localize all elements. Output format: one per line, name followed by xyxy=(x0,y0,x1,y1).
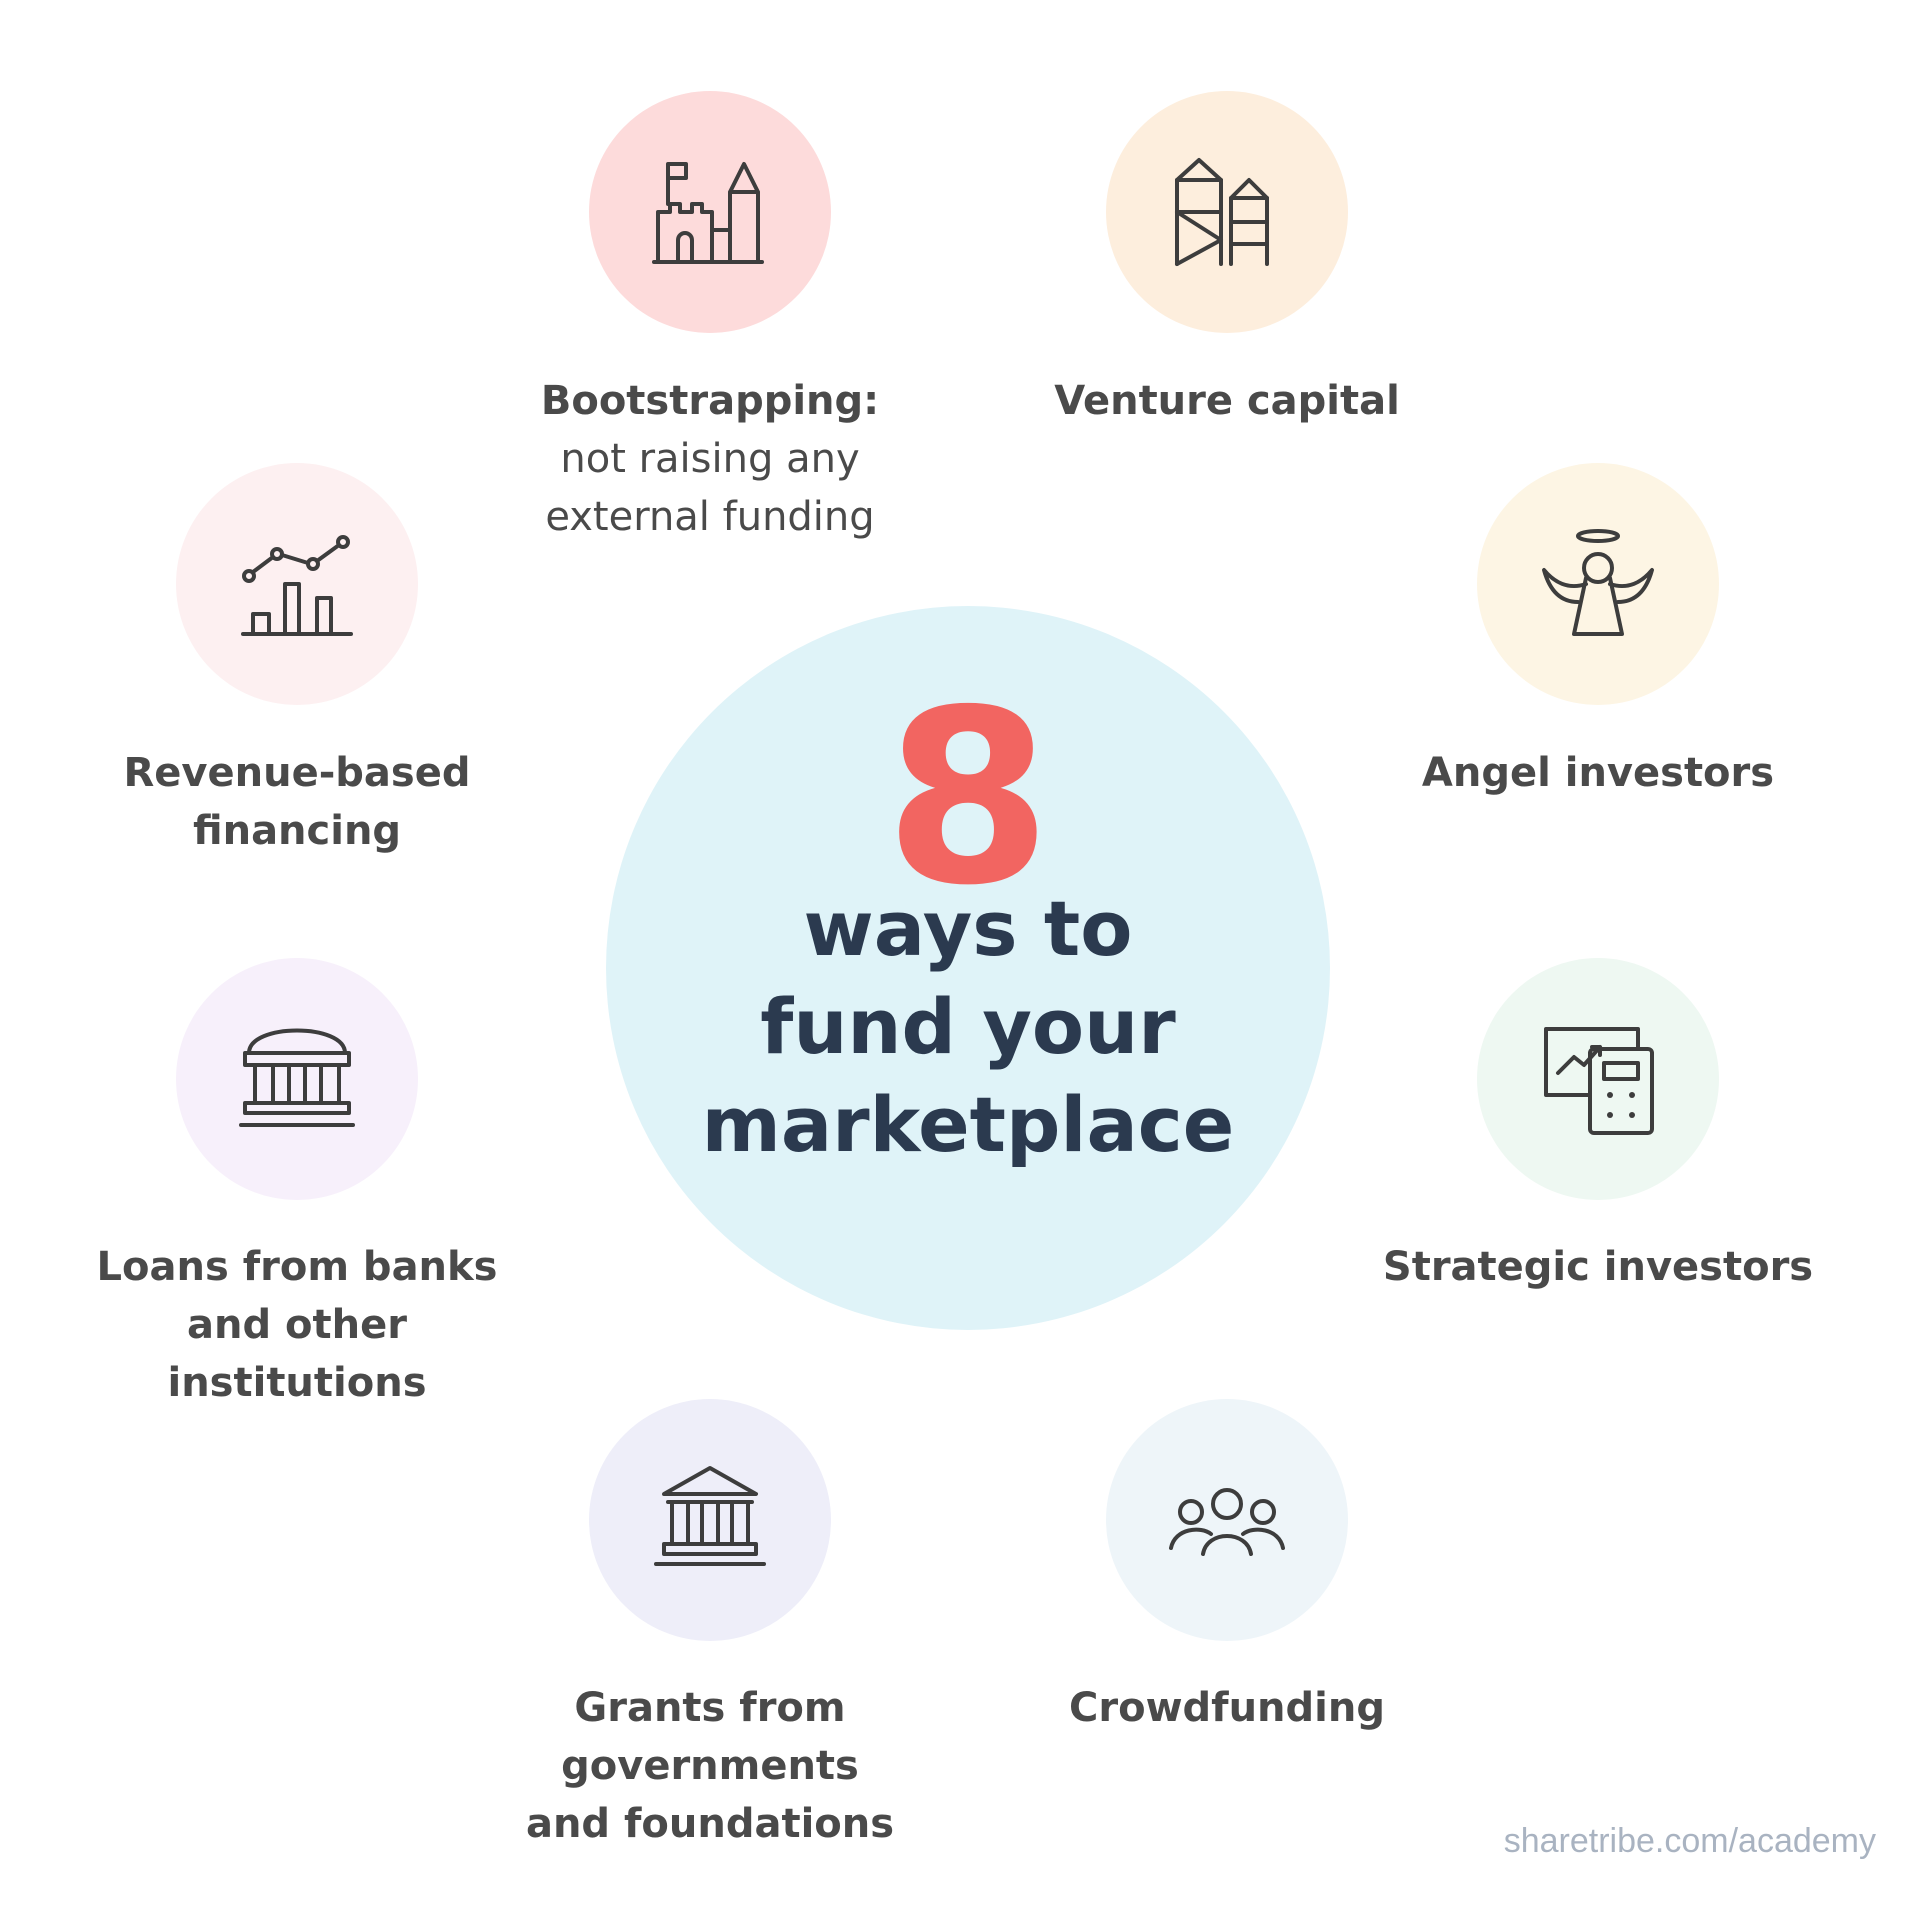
icon-circle-grants xyxy=(589,1399,831,1641)
label-crowdfunding: Crowdfunding xyxy=(1069,1685,1385,1731)
revenue-chart-icon xyxy=(241,535,353,636)
icon-circle-venture-capital xyxy=(1106,91,1348,333)
icon-circle-bootstrapping xyxy=(589,91,831,333)
icon-circle-crowdfunding xyxy=(1106,1399,1348,1641)
center-title-line-2: fund your xyxy=(760,982,1176,1071)
people-icon xyxy=(1169,1488,1285,1556)
center-number: 8 xyxy=(884,658,1052,938)
calculator-chart-icon xyxy=(1544,1027,1654,1135)
towers-icon xyxy=(1175,158,1269,266)
icon-circle-angel-investors xyxy=(1477,463,1719,705)
government-building-icon xyxy=(654,1466,766,1566)
center-title-line-1: ways to xyxy=(803,884,1133,973)
center-circle xyxy=(606,606,1330,1330)
icon-circle-revenue-based-financing xyxy=(176,463,418,705)
label-strategic-investors: Strategic investors xyxy=(1382,1244,1814,1290)
footer-url: sharetribe.com/academy xyxy=(1503,1822,1876,1860)
center-title-line-3: marketplace xyxy=(701,1080,1235,1169)
label-venture-capital: Venture capital xyxy=(1054,378,1400,424)
icon-circle-strategic-investors xyxy=(1477,958,1719,1200)
center-title: ways to fund your marketplace xyxy=(606,880,1330,1174)
label-revenue-based-financing: Revenue-based financing xyxy=(123,750,471,854)
label-grants: Grants from governments and foundations xyxy=(525,1685,895,1847)
label-angel-investors: Angel investors xyxy=(1421,750,1775,796)
castle-icon xyxy=(652,162,764,264)
icon-circle-loans xyxy=(176,958,418,1200)
angel-icon xyxy=(1542,529,1654,636)
label-loans: Loans from banks and other institutions xyxy=(96,1244,498,1406)
bank-icon xyxy=(239,1028,355,1127)
label-bootstrapping: Bootstrapping: not raising any external … xyxy=(540,378,880,540)
